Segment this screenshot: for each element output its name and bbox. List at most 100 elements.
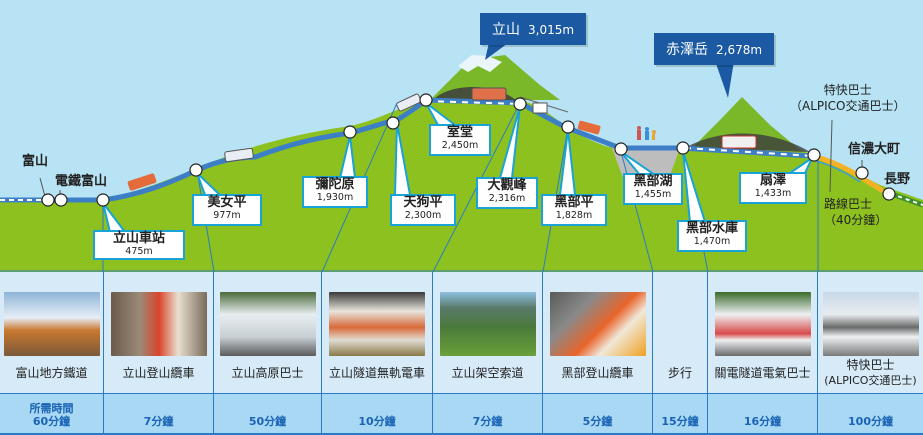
peak-name: 立山 (492, 22, 520, 38)
station-callout-midagahara: 彌陀原 1,930m (302, 176, 368, 208)
station-elevation: 2,316m (488, 192, 526, 204)
table-bottom-border (0, 433, 923, 435)
transport-mode: 黑部登山纜車 (561, 366, 634, 380)
station-callout-tengudaira: 天狗平 2,300m (390, 194, 456, 226)
note-line: 特快巴士 (823, 83, 872, 97)
transport-column: 黑部登山纜車 5分鐘 (543, 272, 653, 435)
transport-column: 步行 15分鐘 (653, 272, 708, 435)
column-upper: 立山架空索道 (433, 272, 542, 393)
station-callout-bijodaira: 美女平 977m (192, 194, 262, 226)
station-elevation: 977m (213, 209, 241, 221)
express-bus-photo (822, 292, 919, 356)
station-name: 彌陀原 (315, 177, 355, 192)
transport-mode: 關電隧道電氣巴士 (714, 366, 811, 380)
station-name: 立山車站 (112, 231, 165, 246)
column-upper: 立山登山纜車 (104, 272, 213, 393)
station-callout-ogizawa: 扇澤 1,433m (739, 172, 807, 204)
column-upper: 立山高原巴士 (214, 272, 321, 393)
transport-mode: 立山隧道無軌電車 (328, 366, 425, 380)
station-name: 大觀峰 (487, 178, 527, 193)
note-line: （40分鐘） (824, 213, 888, 228)
station-name: 美女平 (207, 195, 247, 210)
transport-column: 關電隧道電氣巴士 16分鐘 (708, 272, 818, 435)
transport-column: 立山高原巴士 50分鐘 (214, 272, 322, 435)
peak-elevation: 2,678m (716, 43, 763, 57)
note-line: （ALPICO交通巴士） (790, 99, 906, 114)
bus-icon (224, 147, 254, 163)
station-name: 黑部湖 (633, 174, 673, 189)
station-elevation: 475m (125, 245, 153, 257)
transport-column: 立山登山纜車 7分鐘 (104, 272, 214, 435)
station-markers (41, 93, 896, 207)
transport-mode: 立山架空索道 (451, 366, 524, 380)
funicular-icon (577, 120, 601, 135)
bus-photo (219, 292, 316, 356)
column-upper: 黑部登山纜車 (543, 272, 652, 393)
station-callout-kurobedaira: 黑部平 1,828m (541, 194, 607, 226)
station-name: 室堂 (446, 125, 473, 140)
column-upper: 立山隧道無軌電車 (322, 272, 432, 393)
mode-line: 特快巴士 (846, 358, 895, 372)
station-elevation: 1,433m (754, 187, 792, 199)
column-lower: 100分鐘 (818, 393, 923, 435)
station-callout-tateyama: 立山車站 475m (93, 230, 185, 260)
transport-mode: 特快巴士 (ALPICO交通巴士) (818, 358, 923, 388)
peak-label-akazawadake: 赤澤岳 2,678m (654, 33, 775, 65)
mode-line: (ALPICO交通巴士) (824, 373, 917, 387)
column-lower: 50分鐘 (214, 393, 321, 435)
travel-time: 100分鐘 (848, 415, 893, 428)
travel-time: 5分鐘 (582, 415, 613, 428)
route-line (46, 97, 813, 203)
transport-mode: 立山登山纜車 (122, 366, 195, 380)
travel-time: 15分鐘 (661, 415, 699, 428)
column-lower: 16分鐘 (708, 393, 817, 435)
note-line: 路線巴士 (824, 197, 873, 211)
column-lower: 7分鐘 (104, 393, 213, 435)
column-upper: 特快巴士 (ALPICO交通巴士) (818, 272, 923, 393)
column-upper: 步行 (653, 272, 707, 393)
transport-mode: 富山地方鐵道 (15, 366, 88, 380)
column-lower: 5分鐘 (543, 393, 652, 435)
electric-bus-photo (714, 292, 811, 356)
train-icon (127, 173, 157, 191)
column-lower: 7分鐘 (433, 393, 542, 435)
ropeway-gondola (532, 102, 548, 114)
station-callout-daikanbo: 大觀峰 2,316m (476, 177, 538, 209)
station-name: 天狗平 (403, 195, 443, 210)
city-label-shinano-omachi: 信濃大町 (848, 142, 901, 157)
station-name: 扇澤 (759, 173, 786, 188)
travel-time: 50分鐘 (248, 415, 287, 428)
travel-time: 60分鐘 (32, 415, 71, 428)
station-elevation: 2,300m (404, 209, 442, 221)
travel-time: 10分鐘 (358, 415, 396, 428)
peak-name: 赤澤岳 (666, 42, 708, 58)
city-label-toyama: 富山 (22, 154, 49, 169)
travel-time: 16分鐘 (743, 415, 782, 428)
station-callout-kurobe-dam: 黑部水庫 1,470m (677, 220, 747, 252)
column-lower: 所需時間 60分鐘 (0, 393, 103, 435)
station-callout-kurobeko: 黑部湖 1,455m (623, 173, 683, 205)
time-header: 所需時間 (29, 402, 74, 415)
transport-column: 特快巴士 (ALPICO交通巴士) 100分鐘 (818, 272, 923, 435)
column-upper: 富山地方鐵道 (0, 272, 103, 393)
station-elevation: 1,828m (555, 209, 593, 221)
trolley-bus-photo (329, 292, 425, 356)
station-elevation: 1,930m (316, 191, 354, 203)
cable-car-photo (110, 292, 207, 356)
transport-column: 富山地方鐵道 所需時間 60分鐘 (0, 272, 104, 435)
city-label-dentetsu-toyama: 電鐵富山 (55, 174, 108, 189)
bus-icon (396, 93, 422, 112)
ropeway-photo (439, 292, 536, 356)
transport-mode: 步行 (667, 366, 692, 380)
column-lower: 10分鐘 (322, 393, 432, 435)
transport-column: 立山隧道無軌電車 10分鐘 (322, 272, 433, 435)
column-upper: 關電隧道電氣巴士 (708, 272, 817, 393)
city-label-nagano: 長野 (884, 172, 911, 187)
electric-bus-icon (721, 135, 757, 149)
transport-column: 立山架空索道 7分鐘 (433, 272, 543, 435)
train-photo (3, 292, 100, 356)
peak-elevation: 3,015m (528, 23, 575, 37)
station-elevation: 2,450m (441, 139, 479, 151)
station-name: 黑部水庫 (685, 221, 738, 236)
